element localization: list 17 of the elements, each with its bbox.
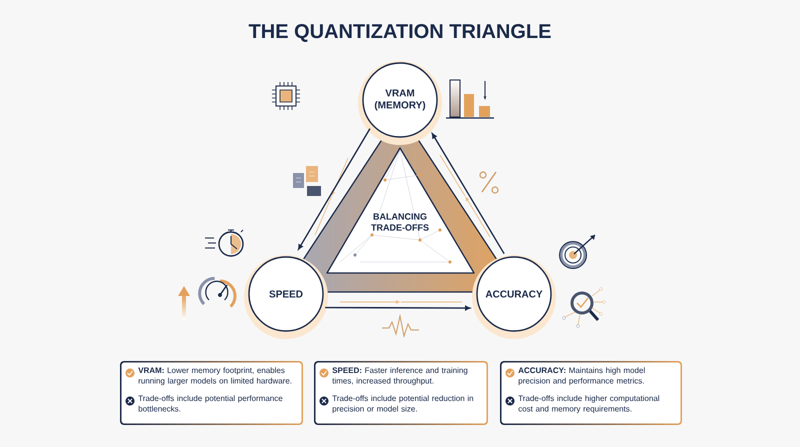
info-card	[502, 362, 680, 424]
info-card	[316, 362, 486, 424]
circle-node: VRAM (MEMORY)	[358, 61, 442, 145]
arrow	[298, 128, 371, 250]
circle-node: ACCURACY	[472, 255, 556, 339]
card-text: Trade-offs include potential reduction in precision or model size.	[332, 395, 474, 414]
arrow	[325, 306, 470, 310]
circle-node: SPEED	[244, 255, 328, 339]
center-triangle: BALANCING TRADE-OFFS	[326, 147, 475, 274]
card-text: SPEED: Faster inference and training times, increased throughput.	[332, 367, 468, 386]
arrow	[432, 133, 505, 254]
card-text: VRAM: Lower memory footprint, enables running larger models on limited hardware.	[138, 367, 292, 386]
card-text: ACCURACY: Maintains high model precision and performance metrics.	[518, 367, 645, 386]
title: THE QUANTIZATION TRIANGLE	[248, 24, 551, 42]
card-text: Trade-offs include potential performance bottlenecks.	[138, 395, 282, 412]
info-card	[122, 362, 302, 424]
card-text: Trade-offs include higher computational cost and memory requirements.	[518, 395, 660, 414]
